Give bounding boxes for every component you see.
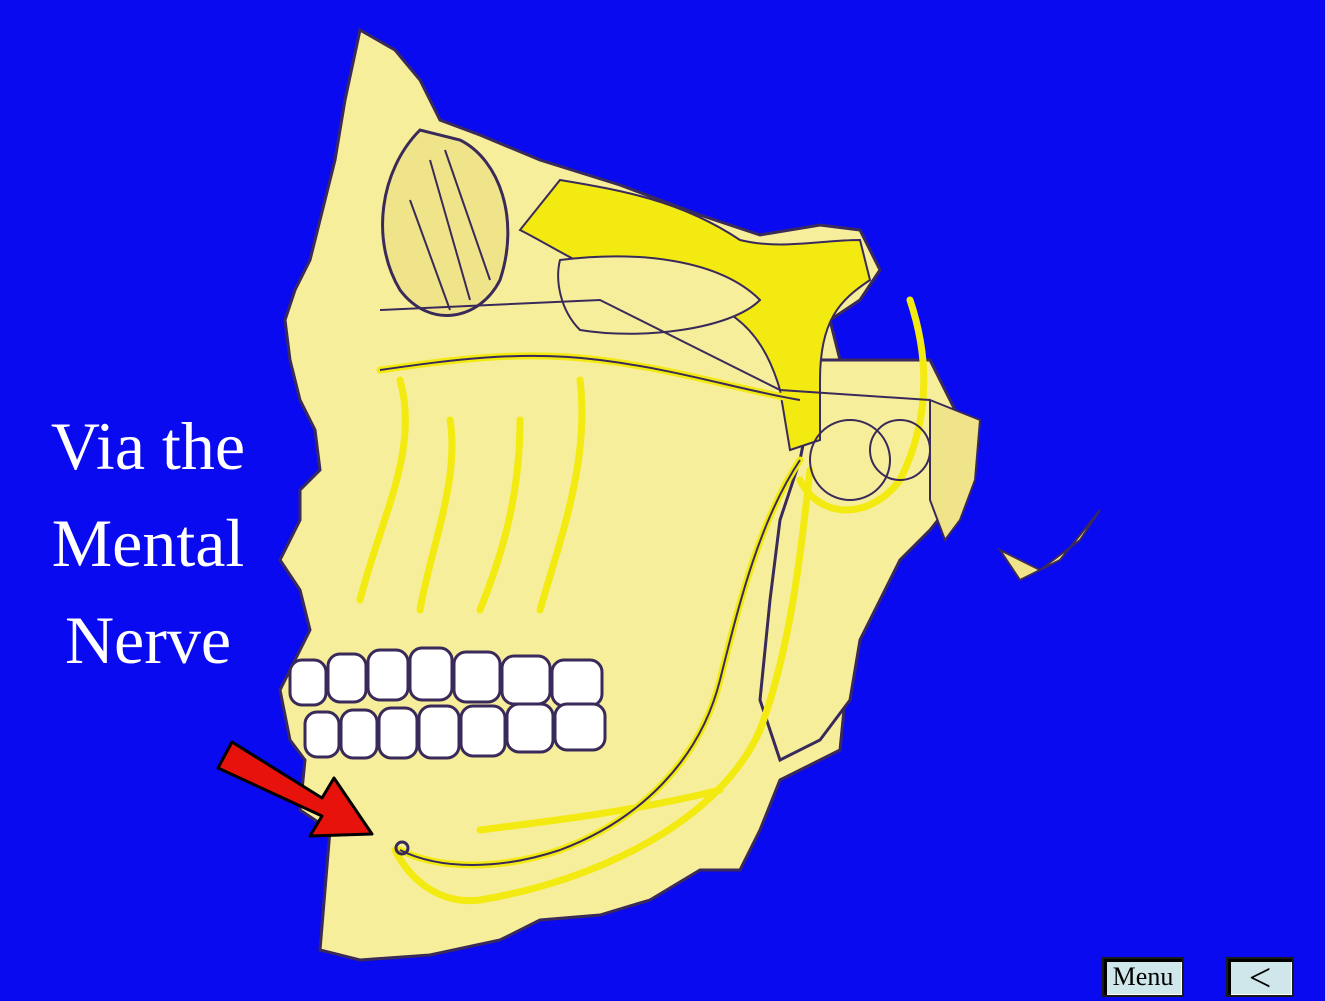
caption-line-2: Mental <box>18 495 278 592</box>
caption-line-3: Nerve <box>18 592 278 689</box>
caption-line-1: Via the <box>18 398 278 495</box>
menu-button[interactable]: Menu <box>1102 957 1184 997</box>
slide-caption: Via the Mental Nerve <box>18 398 278 689</box>
back-button[interactable]: < <box>1226 957 1294 997</box>
